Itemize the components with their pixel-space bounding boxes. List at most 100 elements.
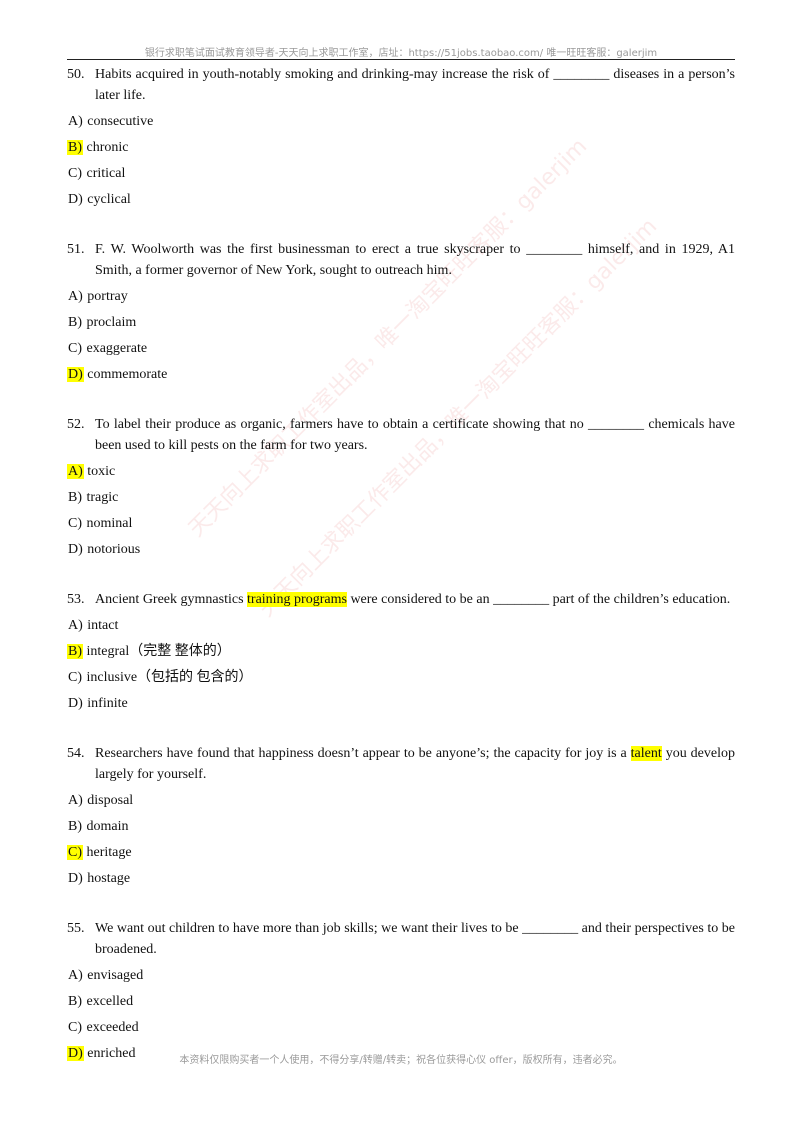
answer-option: B) excelled: [67, 991, 735, 1017]
option-text: cyclical: [83, 192, 131, 207]
option-letter-highlighted: D): [67, 1046, 84, 1061]
question-list: 50. Habits acquired in youth-notably smok…: [67, 64, 735, 1093]
answer-option: B) proclaim: [67, 312, 735, 338]
answer-option: B) chronic: [67, 137, 735, 163]
stem-text: you develop largely for yourself.: [95, 746, 735, 782]
option-letter: B): [68, 490, 82, 505]
option-letter-highlighted: B): [67, 140, 83, 155]
stem-text: Researchers have found that happiness do…: [95, 746, 631, 761]
page-footer: 本资料仅限购买者一个人使用，不得分享/转赠/转卖；祝各位获得心仪 offer，版…: [179, 1055, 623, 1066]
answer-option: D) notorious: [67, 539, 735, 565]
option-text: enriched: [83, 1046, 136, 1061]
option-letter-highlighted: C): [67, 845, 83, 860]
option-text: commemorate: [83, 367, 168, 382]
question-item: 55. We want out children to have more tha…: [67, 918, 735, 1069]
option-text: exceeded: [83, 1020, 139, 1035]
question-number: 51.: [67, 242, 85, 257]
option-text: excelled: [83, 994, 134, 1009]
option-text: inclusive（包括的 包含的）: [83, 670, 253, 685]
option-text: proclaim: [83, 315, 137, 330]
option-letter: C): [68, 516, 82, 531]
answer-option: A) intact: [67, 615, 735, 641]
answer-option: C) critical: [67, 163, 735, 189]
option-letter: B): [68, 994, 82, 1009]
option-letter-highlighted: B): [67, 644, 83, 659]
answer-option: A) portray: [67, 286, 735, 312]
answer-option: D) commemorate: [67, 364, 735, 390]
question-number: 54.: [67, 746, 85, 761]
answer-option: D) enriched: [67, 1043, 735, 1069]
answer-option: C) inclusive（包括的 包含的）: [67, 667, 735, 693]
option-text: domain: [83, 819, 129, 834]
answer-option: B) domain: [67, 816, 735, 842]
answer-option: A) toxic: [67, 461, 735, 487]
option-letter: A): [68, 289, 83, 304]
answer-option: A) disposal: [67, 790, 735, 816]
option-letter: B): [68, 819, 82, 834]
option-text: critical: [83, 166, 126, 181]
option-letter: D): [68, 192, 83, 207]
option-letter-highlighted: A): [67, 464, 84, 479]
stem-text: Ancient Greek gymnastics: [95, 592, 248, 607]
question-stem: 50. Habits acquired in youth-notably smok…: [67, 64, 735, 106]
question-stem: 51. F. W. Woolworth was the first busines…: [67, 239, 735, 281]
question-stem: 53. Ancient Greek gymnastics training pro…: [67, 589, 735, 610]
answer-option: A) consecutive: [67, 111, 735, 137]
answer-option: C) heritage: [67, 842, 735, 868]
option-letter: B): [68, 315, 82, 330]
question-number: 53.: [67, 592, 85, 607]
option-text: chronic: [83, 140, 129, 155]
option-text: integral（完整 整体的）: [83, 644, 231, 659]
option-letter: D): [68, 871, 83, 886]
option-letter: A): [68, 793, 83, 808]
question-item: 54. Researchers have found that happiness…: [67, 743, 735, 894]
option-text: envisaged: [83, 968, 144, 983]
answer-option: A) envisaged: [67, 965, 735, 991]
page-header: 银行求职笔试面试教育领导者-天天向上求职工作室，店址：https://51job…: [144, 48, 658, 59]
question-item: 51. F. W. Woolworth was the first busines…: [67, 239, 735, 390]
option-letter: C): [68, 341, 82, 356]
highlighted-text: training programs: [247, 592, 347, 607]
option-letter: C): [68, 166, 82, 181]
stem-text: Habits acquired in youth-notably smoking…: [95, 67, 735, 103]
option-letter: A): [68, 114, 83, 129]
question-item: 50. Habits acquired in youth-notably smok…: [67, 64, 735, 215]
question-number: 55.: [67, 921, 85, 936]
question-stem: 54. Researchers have found that happiness…: [67, 743, 735, 785]
answer-option: D) cyclical: [67, 189, 735, 215]
answer-option: C) exceeded: [67, 1017, 735, 1043]
header-divider: [67, 59, 735, 60]
question-item: 53. Ancient Greek gymnastics training pro…: [67, 589, 735, 719]
option-text: consecutive: [83, 114, 154, 129]
question-stem: 52. To label their produce as organic, fa…: [67, 414, 735, 456]
answer-option: C) nominal: [67, 513, 735, 539]
option-text: nominal: [83, 516, 133, 531]
stem-text: were considered to be an ________ part o…: [346, 592, 731, 607]
stem-text: We want out children to have more than j…: [95, 921, 735, 957]
option-letter: A): [68, 968, 83, 983]
answer-option: B) tragic: [67, 487, 735, 513]
option-letter: D): [68, 542, 83, 557]
answer-option: D) hostage: [67, 868, 735, 894]
option-letter-highlighted: D): [67, 367, 84, 382]
answer-option: D) infinite: [67, 693, 735, 719]
option-text: hostage: [83, 871, 131, 886]
option-letter: C): [68, 1020, 82, 1035]
option-text: heritage: [83, 845, 132, 860]
option-text: disposal: [83, 793, 134, 808]
option-letter: D): [68, 696, 83, 711]
question-number: 50.: [67, 67, 85, 82]
highlighted-text: talent: [630, 746, 662, 761]
stem-text: To label their produce as organic, farme…: [95, 417, 735, 453]
question-item: 52. To label their produce as organic, fa…: [67, 414, 735, 565]
question-number: 52.: [67, 417, 85, 432]
option-text: exaggerate: [83, 341, 148, 356]
option-text: notorious: [83, 542, 141, 557]
option-text: portray: [83, 289, 128, 304]
option-text: infinite: [83, 696, 128, 711]
answer-option: C) exaggerate: [67, 338, 735, 364]
option-letter: A): [68, 618, 83, 633]
option-text: toxic: [83, 464, 116, 479]
answer-option: B) integral（完整 整体的）: [67, 641, 735, 667]
stem-text: F. W. Woolworth was the first businessma…: [95, 242, 735, 278]
